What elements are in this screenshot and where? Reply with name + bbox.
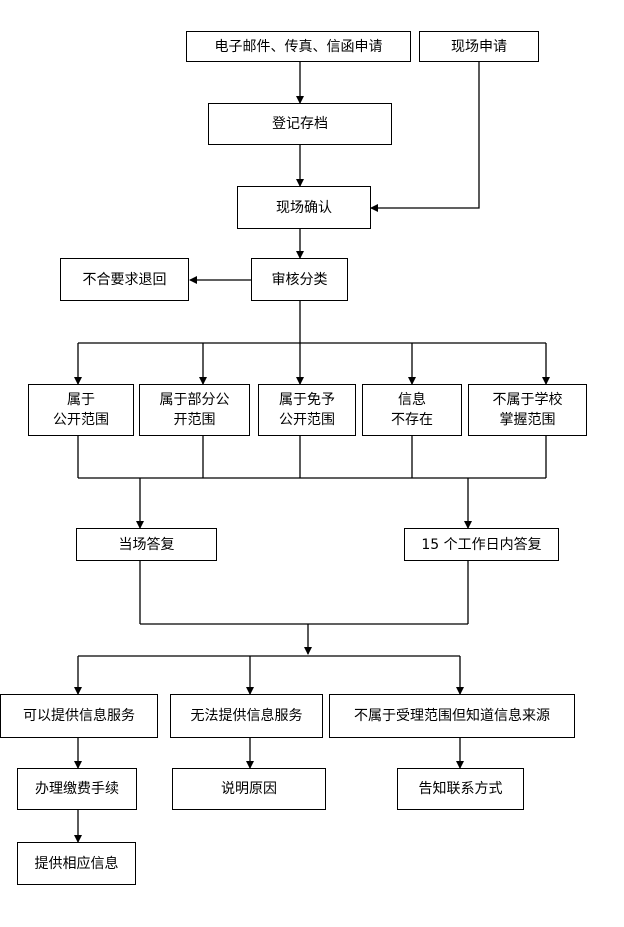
- node-category-not-school: 不属于学校 掌握范围: [468, 384, 587, 436]
- node-provide-info: 提供相应信息: [17, 842, 136, 885]
- node-cannot-provide: 无法提供信息服务: [170, 694, 323, 738]
- node-register-archive: 登记存档: [208, 103, 392, 145]
- node-explain-reason: 说明原因: [172, 768, 326, 810]
- node-email-fax-letter: 电子邮件、传真、信函申请: [186, 31, 411, 62]
- node-pay-fees: 办理缴费手续: [17, 768, 137, 810]
- node-category-not-exist: 信息 不存在: [362, 384, 462, 436]
- node-onsite-apply: 现场申请: [419, 31, 539, 62]
- node-not-scope-known-source: 不属于受理范围但知道信息来源: [329, 694, 575, 738]
- node-reply-15-days: 15 个工作日内答复: [404, 528, 559, 561]
- node-category-public: 属于 公开范围: [28, 384, 134, 436]
- node-category-exempt: 属于免予 公开范围: [258, 384, 356, 436]
- node-notify-contact: 告知联系方式: [397, 768, 524, 810]
- node-reject-return: 不合要求退回: [60, 258, 189, 301]
- node-reply-onsite: 当场答复: [76, 528, 217, 561]
- arrow-onsite-to-confirm: [370, 62, 480, 212]
- node-category-partial: 属于部分公 开范围: [139, 384, 250, 436]
- node-review-classify: 审核分类: [251, 258, 348, 301]
- node-onsite-confirm: 现场确认: [237, 186, 371, 229]
- node-can-provide: 可以提供信息服务: [0, 694, 158, 738]
